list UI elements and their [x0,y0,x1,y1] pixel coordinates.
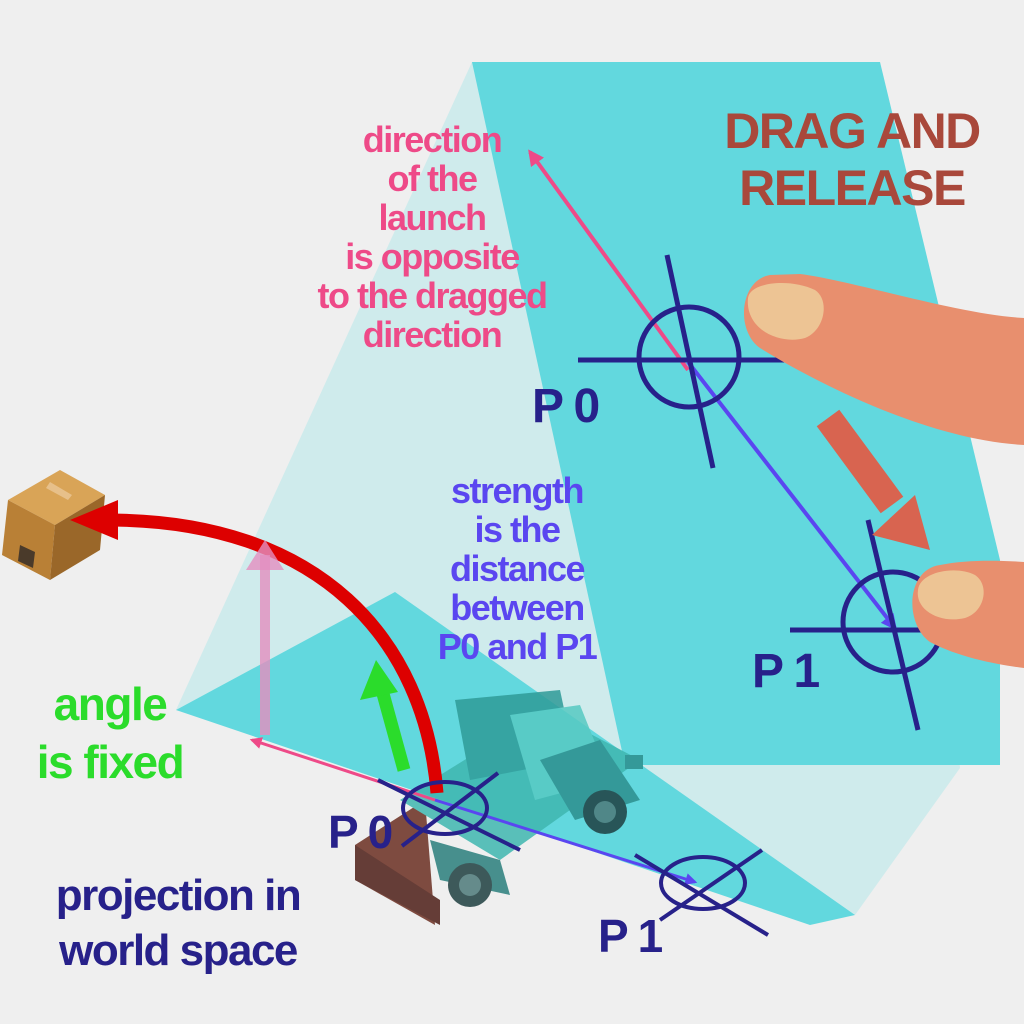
angle-label-line-1: angle [54,678,168,730]
angle-arrow [375,688,411,772]
screen-p0-crosshair [578,254,795,469]
angle-label-line-2: is fixed [37,736,184,788]
direction-line: to the dragged [318,275,547,316]
screen-p1-label: P 1 [752,645,819,698]
strength-line: P0 and P1 [438,626,598,667]
world-p0-crosshair [377,771,521,852]
world-strength-line [434,798,698,885]
finger-icon-release [912,560,1024,668]
angle-arrowhead [360,660,398,700]
vertical-guide-arrowhead [246,540,284,570]
drag-arrow [816,409,904,514]
direction-line: launch [378,197,485,238]
world-p1-label: P 1 [598,910,663,962]
launch-trajectory-arrow [107,513,444,794]
strength-line: distance [450,548,585,589]
projection-label-line-1: projection in [56,871,301,920]
direction-line: is opposite [345,236,519,277]
finger-icon [743,274,1024,445]
world-direction-line [249,737,436,802]
direction-explanation: direction of the launch is opposite to t… [318,119,549,355]
title-line-1: DRAG AND [724,103,980,159]
strength-line: strength [451,470,583,511]
launch-trajectory-arrowhead [70,500,118,540]
drag-arrowhead [872,495,930,550]
world-p1-crosshair [633,848,770,937]
strength-explanation: strength is the distance between P0 and … [438,470,600,667]
strength-line: is the [474,509,560,550]
strength-line: between [450,587,584,628]
direction-line: direction [363,119,502,160]
screen-direction-line [528,149,690,372]
projection-label-line-2: world space [58,926,297,975]
world-p0-label: P 0 [328,806,392,858]
title-line-2: RELEASE [739,160,965,216]
direction-line: direction [363,314,502,355]
truck-icon [355,690,643,925]
direction-line: of the [388,158,477,199]
screen-plane [472,62,1000,765]
screen-p0-label: P 0 [532,380,599,433]
